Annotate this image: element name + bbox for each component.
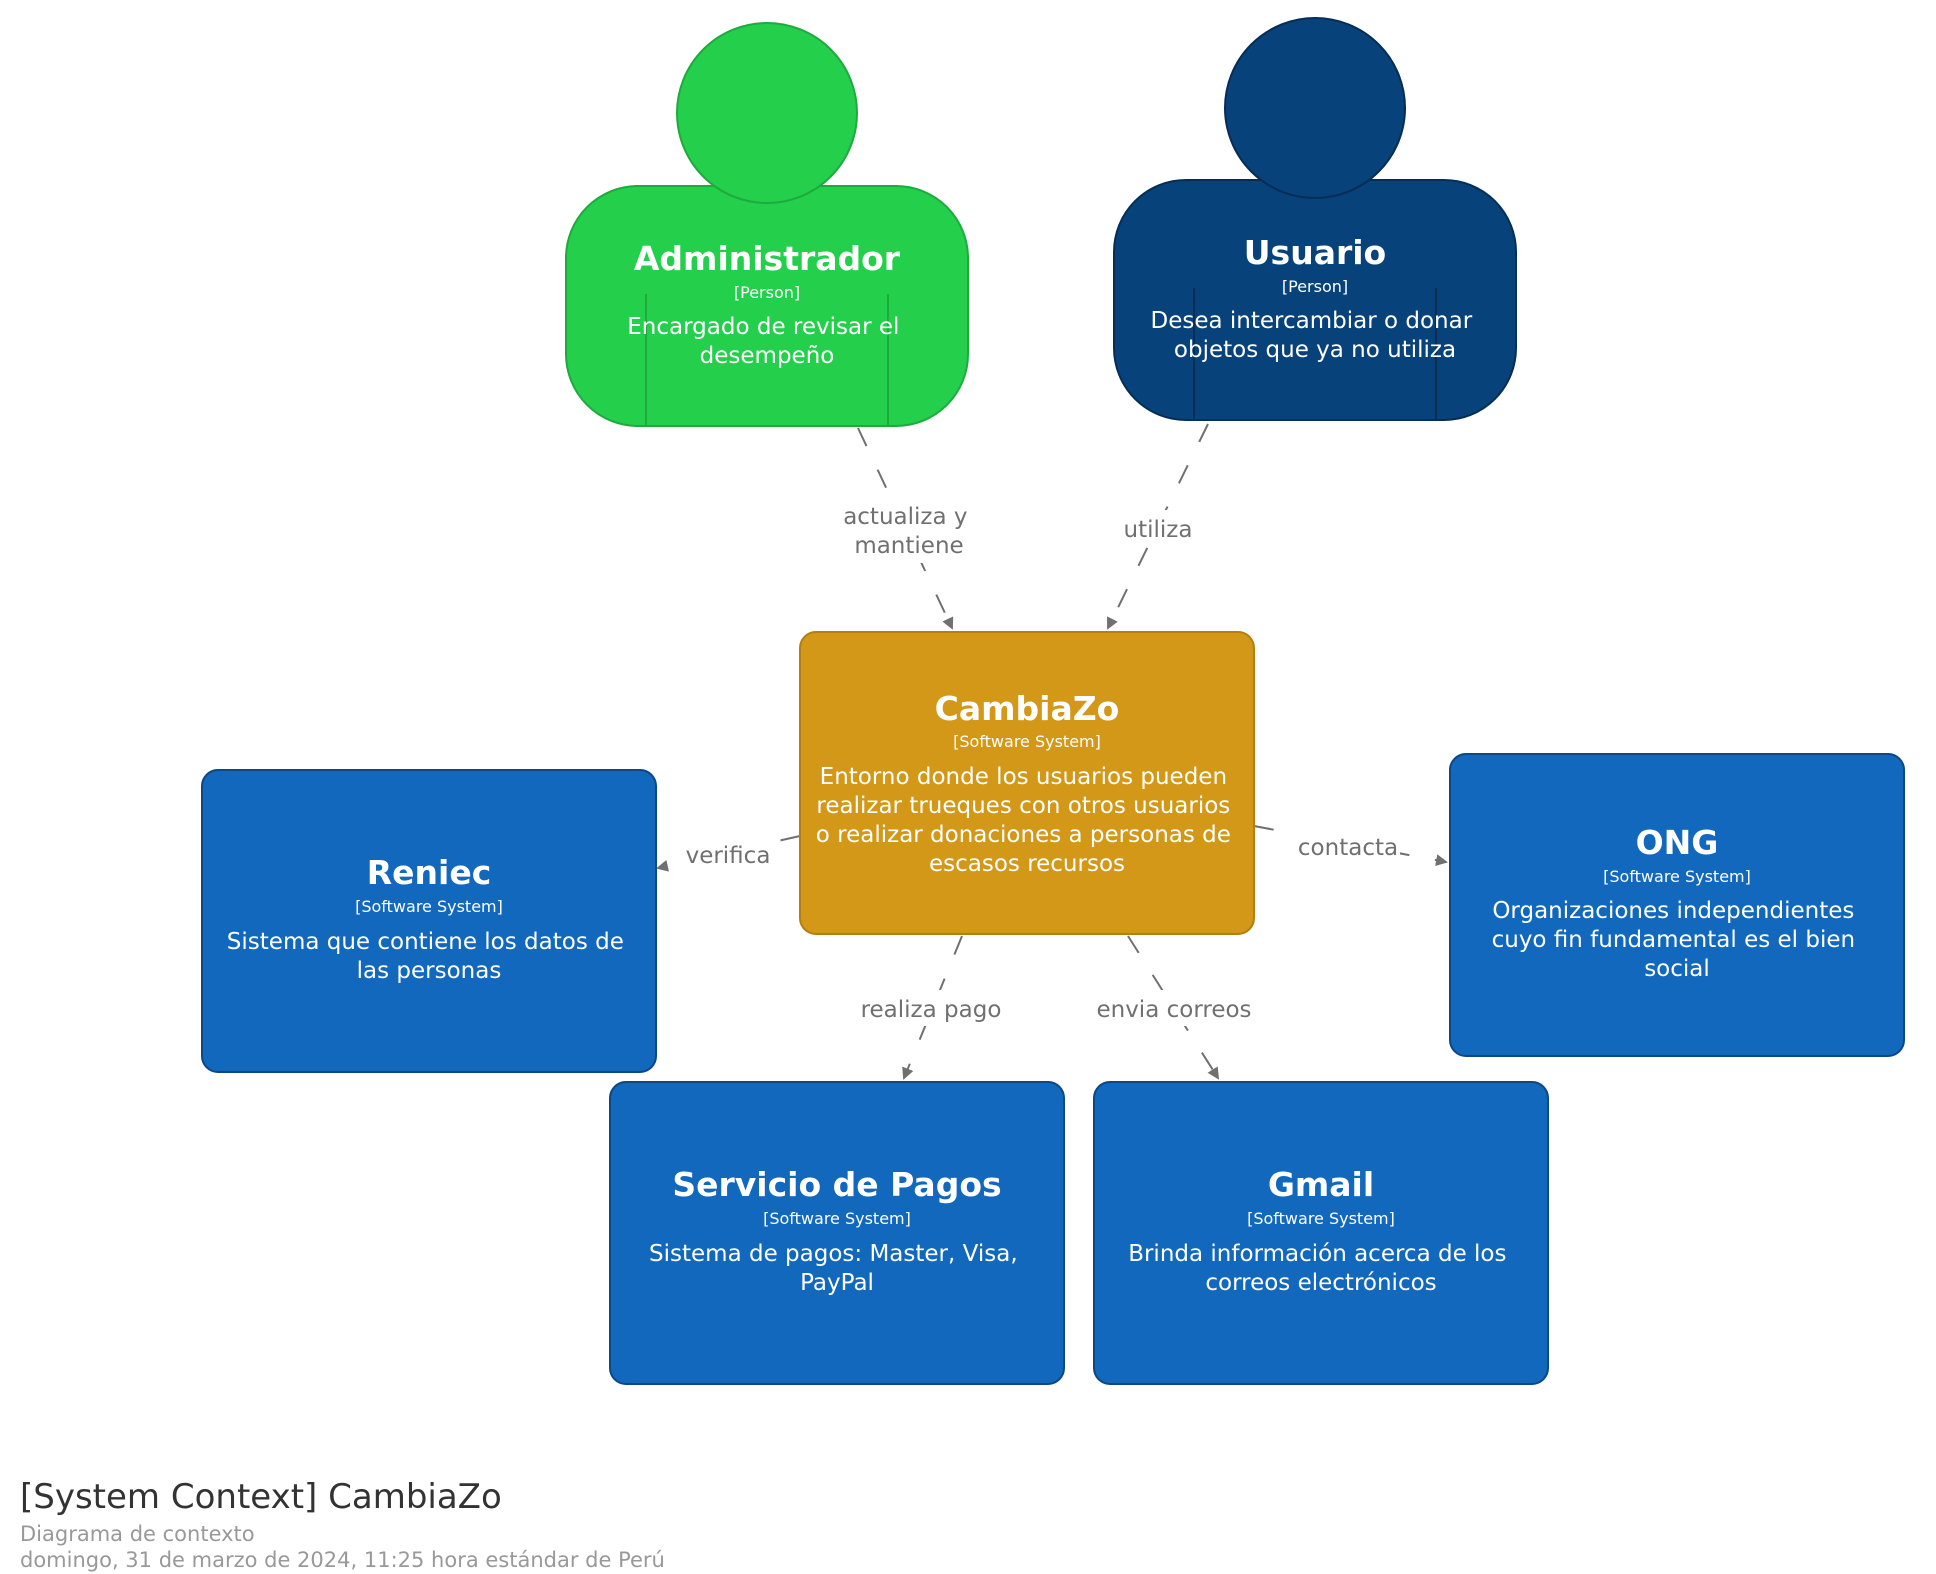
diagram-date: domingo, 31 de marzo de 2024, 11:25 hora… [20, 1548, 665, 1572]
edge-label-admin-cambiazo: actualiza y mantiene [843, 504, 975, 559]
edge-cambiazo-gmail [1127, 935, 1220, 1080]
edge-label-cambiazo-ong: contacta [1298, 835, 1398, 861]
system-description: Brinda información acerca de los correos… [1128, 1241, 1514, 1296]
person-type: [Person] [1282, 277, 1348, 296]
system-name: Gmail [1268, 1165, 1374, 1204]
system-type: [Software System] [355, 897, 503, 916]
system-type: [Software System] [763, 1209, 911, 1228]
person-description: Desea intercambiar o donar objetos que y… [1151, 308, 1480, 363]
system-description: Sistema de pagos: Master, Visa, PayPal [649, 1241, 1025, 1296]
person-body [1113, 179, 1517, 421]
edge-label-cambiazo-gmail: envia correos [1096, 997, 1251, 1023]
person-head [676, 22, 858, 204]
system-name: Reniec [367, 853, 492, 892]
diagram-subtitle: Diagrama de contexto [20, 1522, 255, 1546]
person-name: Administrador [634, 239, 901, 278]
person-body [565, 185, 969, 427]
person-head [1224, 17, 1406, 199]
edge-label-user-cambiazo: utiliza [1124, 517, 1193, 543]
diagram-footer: [System Context] CambiaZo Diagrama de co… [20, 1477, 665, 1572]
diagram-title: [System Context] CambiaZo [20, 1477, 502, 1517]
system-servicio-de-pagos[interactable]: Servicio de Pagos [Software System] Sist… [609, 1081, 1065, 1385]
system-description: Sistema que contiene los datos de las pe… [227, 929, 631, 984]
edge-label-cambiazo-pagos: realiza pago [861, 997, 1002, 1023]
edge-labels: actualiza y mantiene utiliza verifica co… [682, 497, 1400, 1026]
person-description: Encargado de revisar el desempeño [627, 314, 906, 369]
system-box [609, 1081, 1065, 1385]
system-box [201, 769, 657, 1073]
system-box [1093, 1081, 1549, 1385]
system-gmail[interactable]: Gmail [Software System] Brinda informaci… [1093, 1081, 1549, 1385]
system-box [1449, 753, 1905, 1057]
person-name: Usuario [1244, 233, 1386, 272]
system-ong[interactable]: ONG [Software System] Organizaciones ind… [1449, 753, 1905, 1057]
person-administrador[interactable]: Administrador [Person] Encargado de revi… [565, 22, 969, 427]
system-box [799, 631, 1255, 935]
system-name: Servicio de Pagos [672, 1165, 1001, 1204]
system-name: CambiaZo [935, 689, 1120, 728]
system-type: [Software System] [953, 732, 1101, 751]
system-cambiazo[interactable]: CambiaZo [Software System] Entorno donde… [799, 631, 1255, 935]
system-type: [Software System] [1603, 867, 1751, 886]
edge-label-cambiazo-reniec: verifica [686, 843, 771, 869]
system-name: ONG [1636, 823, 1719, 862]
system-description: Entorno donde los usuarios pueden realiz… [816, 764, 1238, 877]
system-type: [Software System] [1247, 1209, 1395, 1228]
system-reniec[interactable]: Reniec [Software System] Sistema que con… [201, 769, 657, 1073]
person-usuario[interactable]: Usuario [Person] Desea intercambiar o do… [1113, 17, 1517, 421]
system-description: Organizaciones independientes cuyo fin f… [1492, 898, 1863, 982]
edge-user-cambiazo [1107, 423, 1209, 630]
person-type: [Person] [734, 283, 800, 302]
